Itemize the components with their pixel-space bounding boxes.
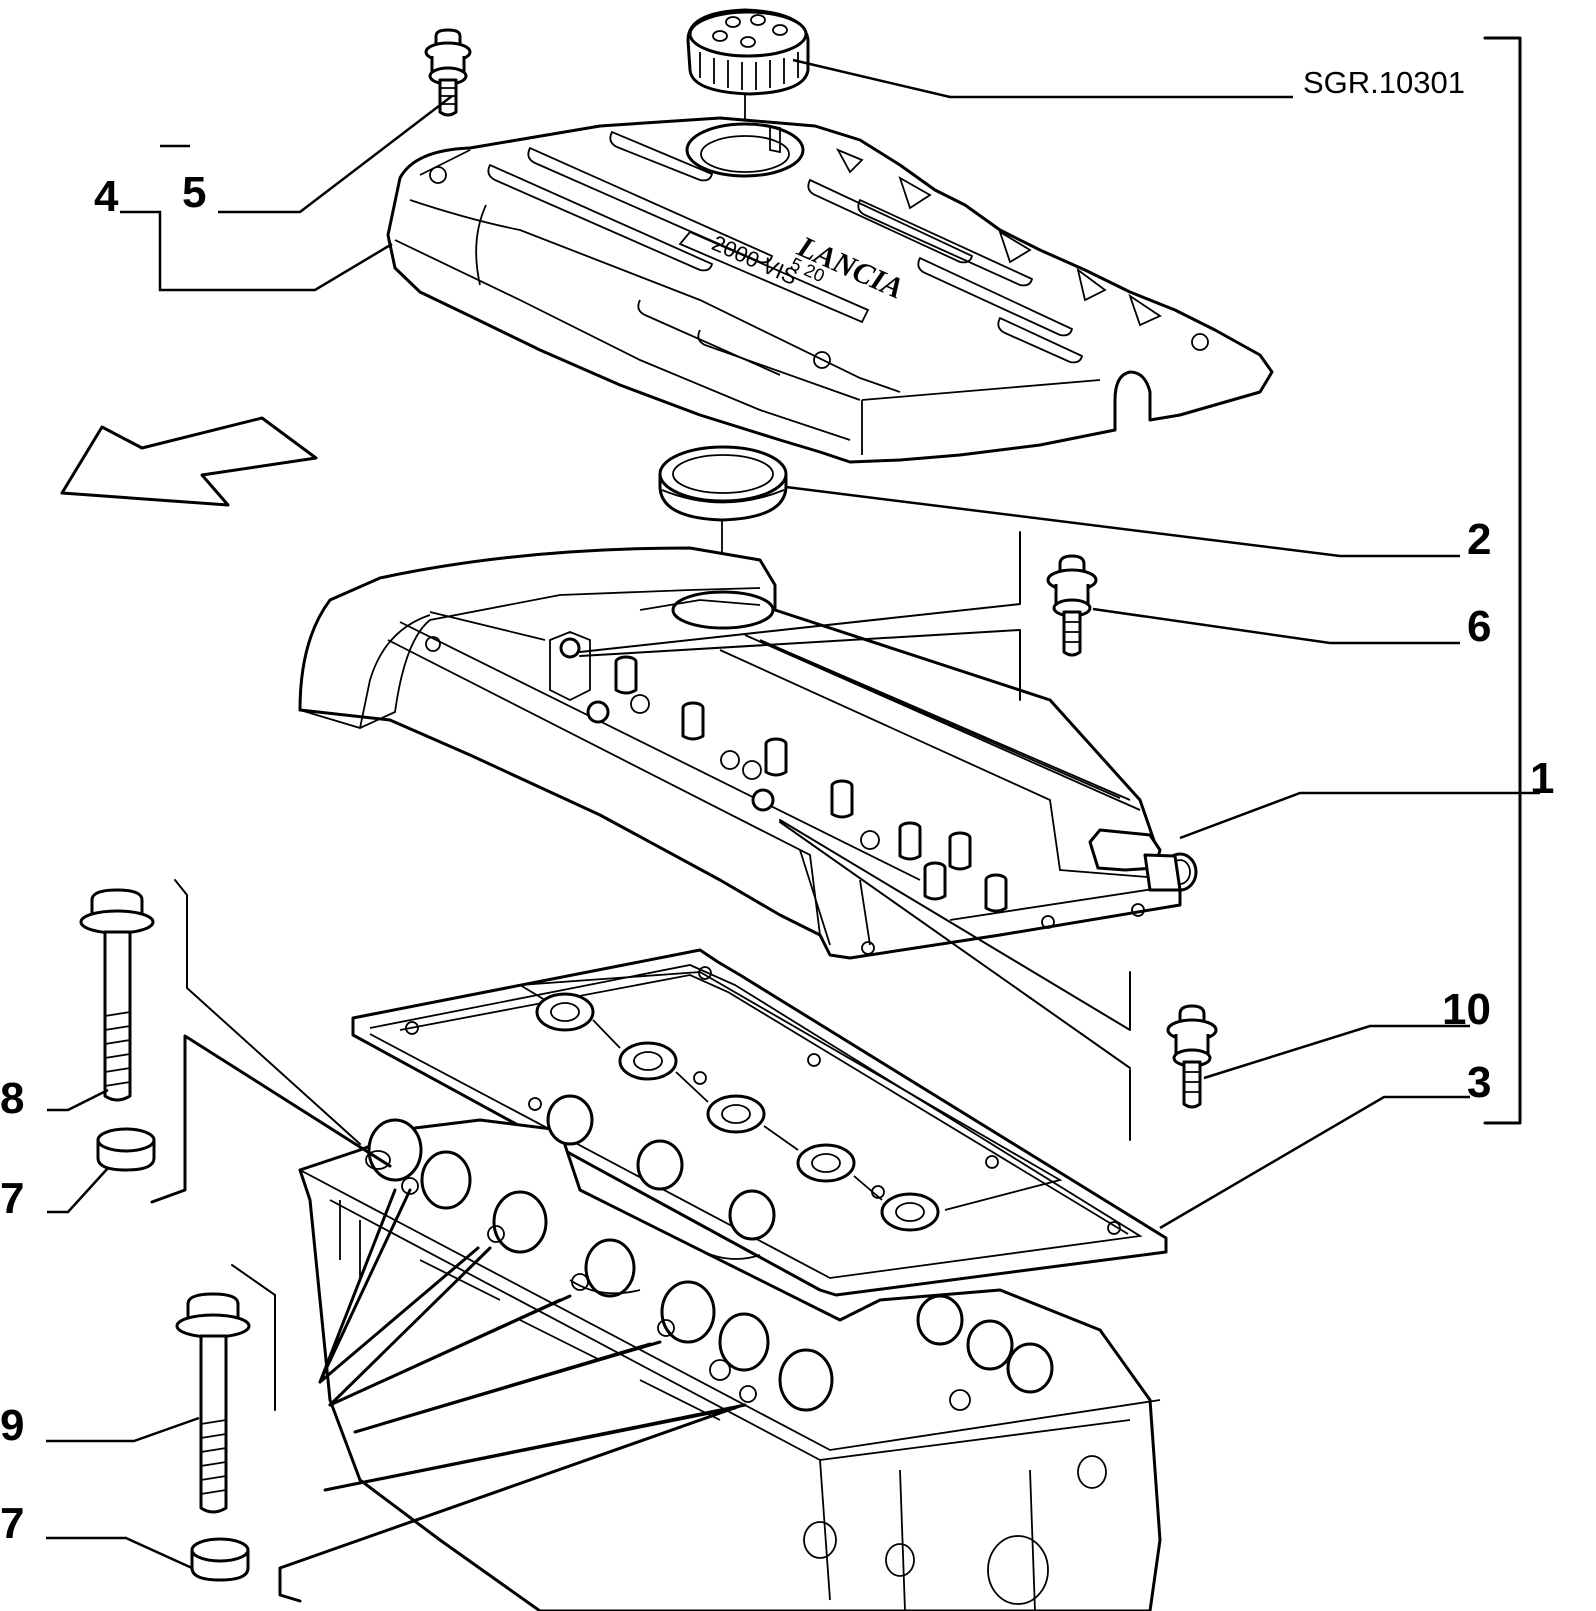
callout-labels: 1 2 3 4 5 6 7 7 8 9 10 — [0, 168, 1554, 1548]
washer-part-7-upper — [96, 1127, 156, 1172]
bolt-part-5 — [424, 28, 472, 117]
bolt-part-9 — [175, 1292, 251, 1514]
bolt-part-8 — [79, 888, 155, 1102]
callout-8: 8 — [0, 1074, 24, 1123]
callout-7-upper: 7 — [0, 1174, 24, 1223]
washer-part-7-lower — [190, 1537, 250, 1582]
callout-3: 3 — [1467, 1058, 1491, 1107]
callout-5: 5 — [182, 168, 206, 217]
callout-4: 4 — [94, 172, 119, 221]
direction-arrow-icon — [60, 416, 318, 507]
engine-top-cover: LANCIA 2000 VIS 5 20 — [386, 116, 1274, 464]
oil-filler-cap — [686, 8, 810, 130]
leader-lines — [46, 58, 1540, 1603]
reference-code: SGR.10301 — [1303, 65, 1465, 100]
bolt-part-6 — [1046, 554, 1098, 657]
group-bracket — [1483, 36, 1522, 1125]
callout-1: 1 — [1530, 754, 1554, 803]
bolt-part-10 — [1166, 1004, 1218, 1109]
callout-10: 10 — [1442, 985, 1491, 1034]
seal-ring-part-2 — [658, 445, 788, 600]
valve-cover-part-1 — [298, 546, 1198, 960]
cylinder-head — [298, 1094, 1162, 1611]
callout-7-lower: 7 — [0, 1499, 24, 1548]
gasket-part-3 — [351, 948, 1168, 1297]
callout-2: 2 — [1467, 515, 1491, 564]
callout-9: 9 — [0, 1401, 24, 1450]
callout-6: 6 — [1467, 602, 1491, 651]
